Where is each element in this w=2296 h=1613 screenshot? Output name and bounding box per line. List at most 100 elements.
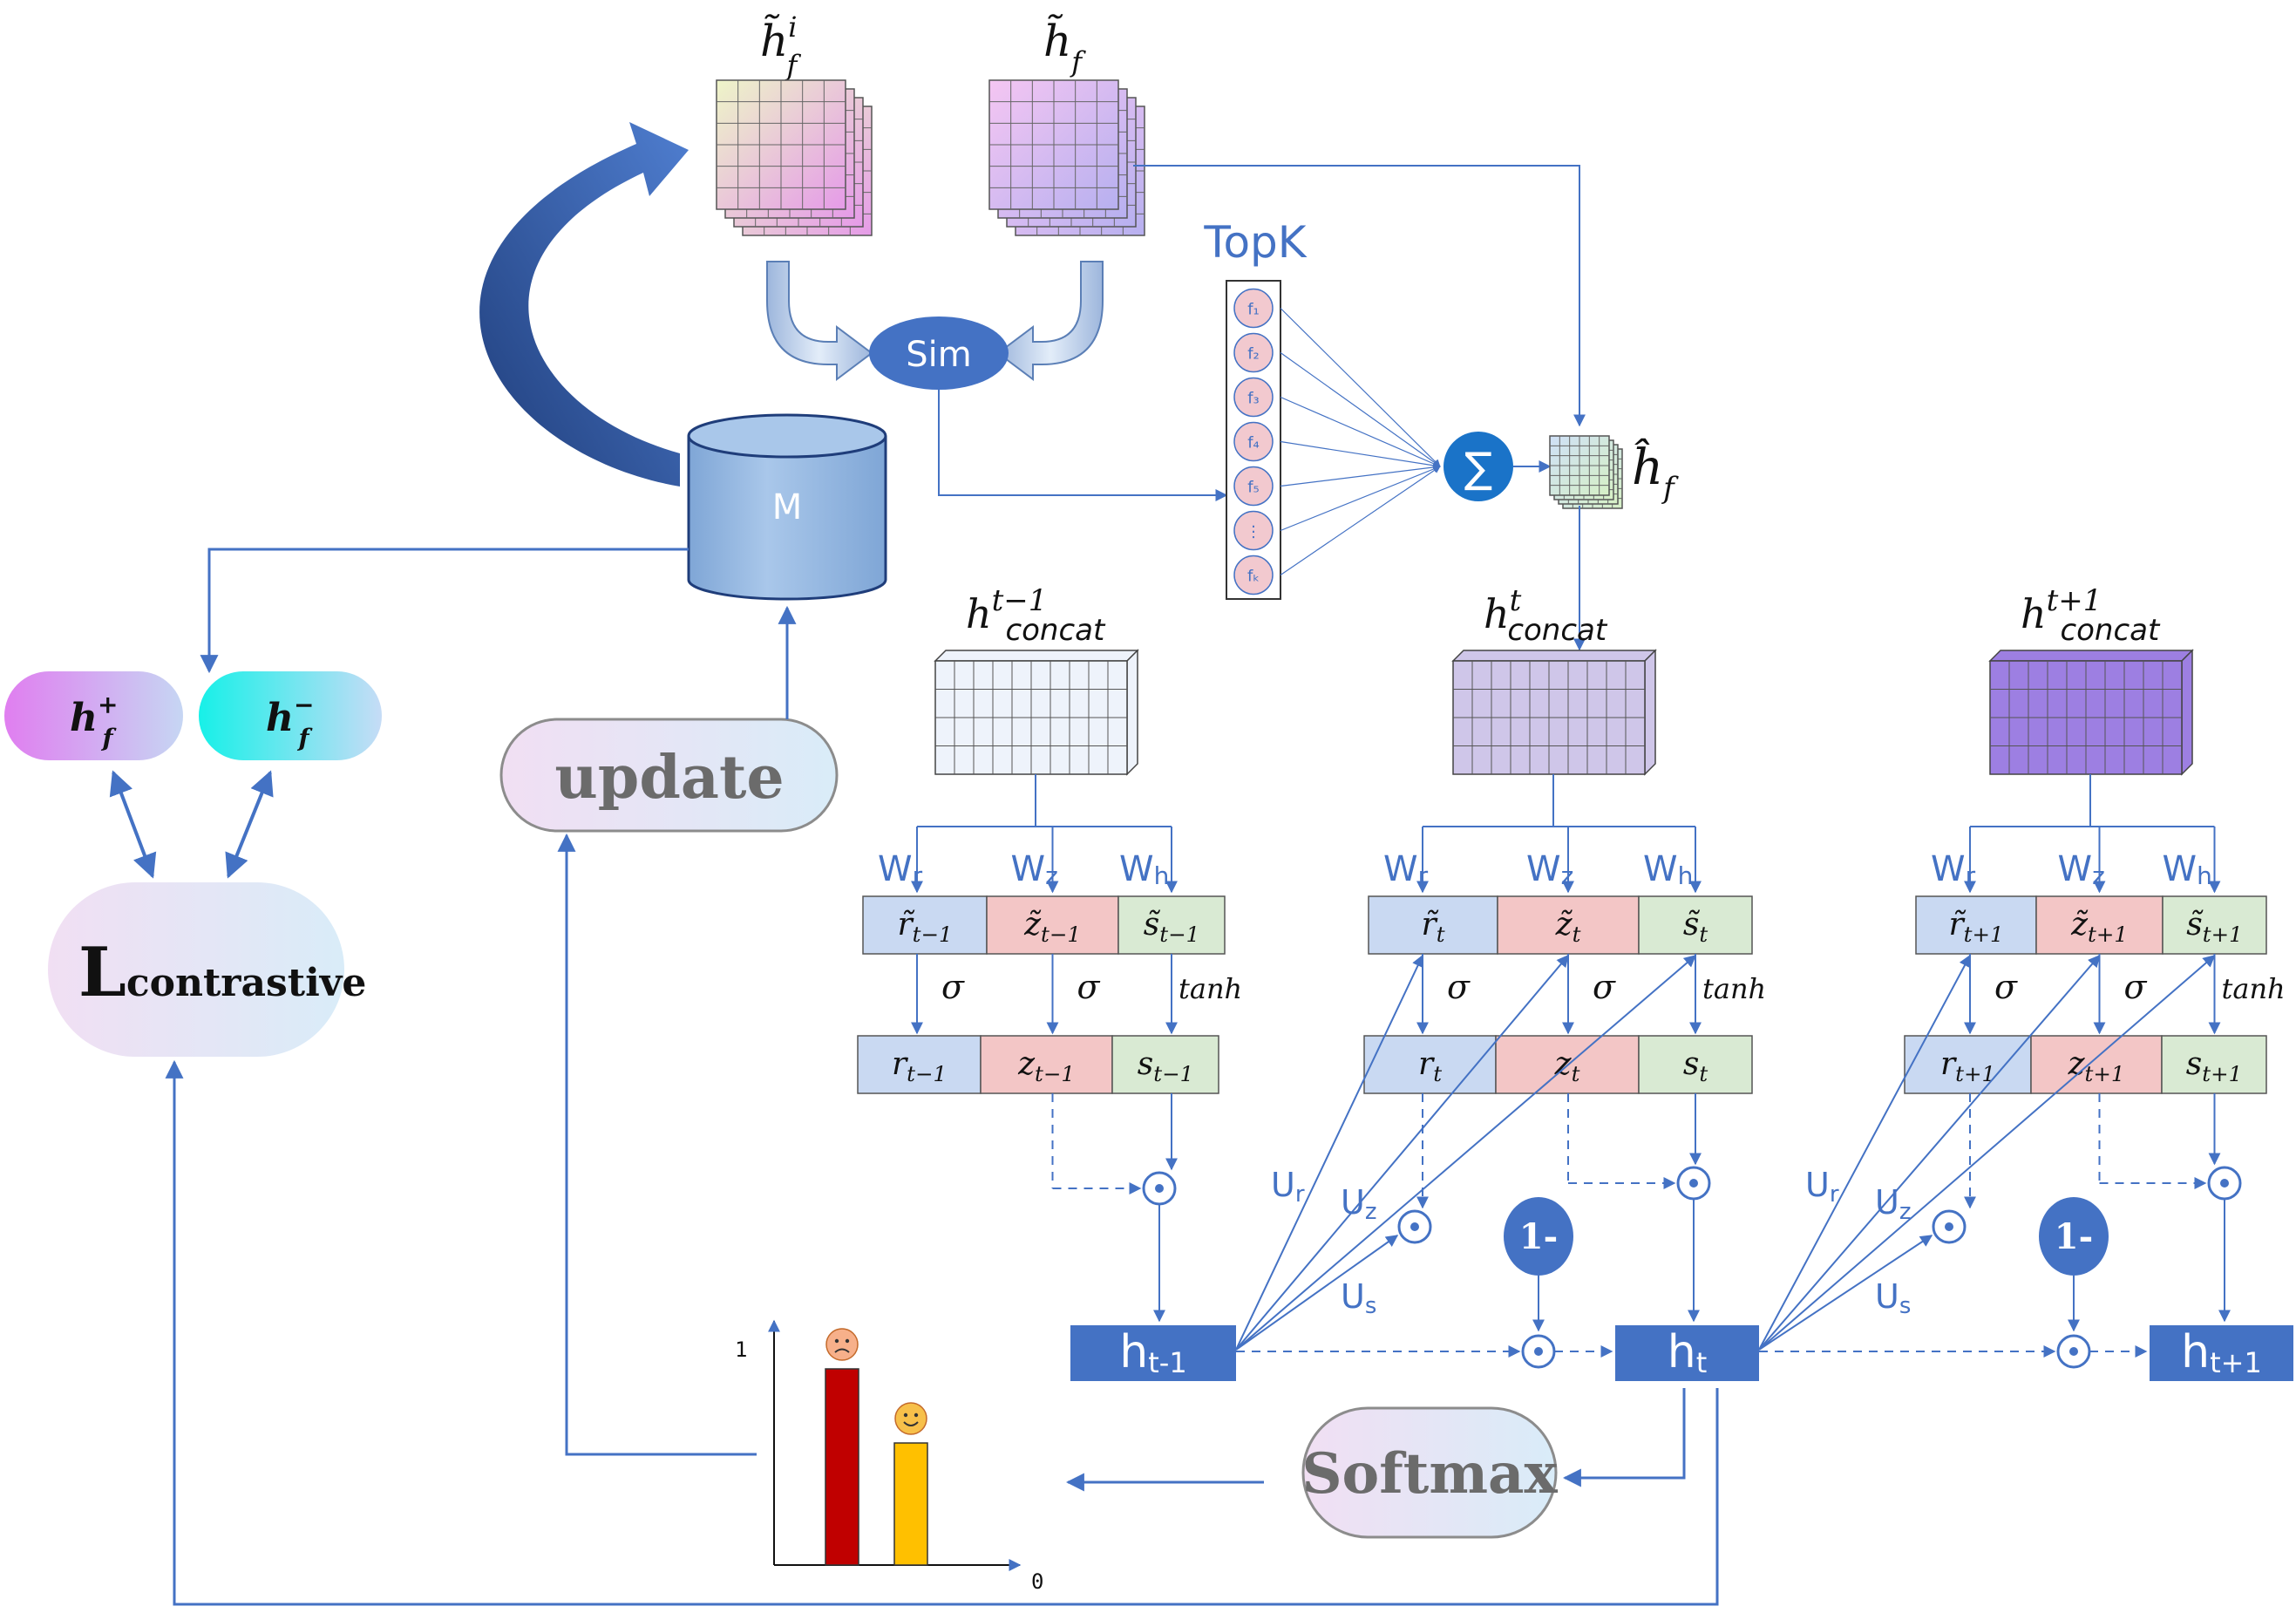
- recurrent-weight-label: Ur: [1805, 1166, 1839, 1208]
- memory-label: M: [772, 487, 803, 527]
- weight-label: Wr: [878, 849, 923, 890]
- x-tick-label: 0: [1031, 1569, 1043, 1594]
- softmax-label: Softmax: [1301, 1441, 1558, 1507]
- concat-feature-block: [1451, 649, 1657, 776]
- activation-label: σ: [1593, 968, 1616, 1006]
- gate-cell: [1363, 1035, 1497, 1094]
- svg-text:Lcontrastive: Lcontrastive: [78, 933, 366, 1012]
- memory-read-swoosh-arrow: [479, 122, 689, 487]
- hadamard-product-icon: [2207, 1166, 2242, 1201]
- probability-bar: [825, 1368, 859, 1566]
- weight-label: Wr: [1931, 849, 1976, 890]
- topk-item: [1233, 377, 1274, 418]
- topk-label: TopK: [1203, 217, 1307, 268]
- pre-gate-cell: [986, 895, 1119, 955]
- negative-loss-link: [225, 770, 274, 879]
- hadamard-product-icon: [1676, 1166, 1711, 1201]
- contrastive-loss: Lcontrastive: [48, 882, 366, 1057]
- activation-label: σ: [1994, 968, 2018, 1006]
- pre-gate-cell: [1368, 895, 1498, 955]
- memory-to-samples-arrow: [200, 548, 689, 674]
- gate-label: rt−1: [892, 1046, 947, 1086]
- topk-item: [1233, 288, 1274, 329]
- gate-cell: [1111, 1035, 1219, 1094]
- current-feature-map: [988, 79, 1145, 236]
- svg-text:1-: 1-: [2055, 1216, 2093, 1257]
- svg-text:ht+1: ht+1: [2181, 1326, 2262, 1379]
- pre-gate-cell: [862, 895, 988, 955]
- probability-bar: [893, 1442, 928, 1566]
- hidden-state: ht+1: [2150, 1325, 2293, 1381]
- pre-gate-cell: [1117, 895, 1226, 955]
- weight-label: Wh: [1643, 849, 1693, 890]
- memory-to-sim-arrow: [766, 261, 873, 381]
- one-minus-node: 1-: [1504, 1197, 1573, 1276]
- gate-label: rt: [1418, 1046, 1442, 1086]
- gate-cell: [2161, 1035, 2267, 1094]
- gate-cell: [857, 1035, 982, 1094]
- chart-to-update-arrow: [557, 833, 757, 1456]
- weight-label: Wz: [1526, 849, 1573, 890]
- activation-label: σ: [1077, 968, 1101, 1006]
- topk-item-label: fₖ: [1247, 568, 1260, 586]
- topk-item-label: f₁: [1247, 301, 1260, 319]
- gate-label: s̃t+1: [2186, 907, 2242, 947]
- gate-label: r̃t: [1421, 907, 1444, 947]
- activation-label: σ: [1447, 968, 1471, 1006]
- pre-gate-cell: [1638, 895, 1753, 955]
- sum-symbol: ∑: [1464, 444, 1492, 493]
- hidden-state: ht-1: [1070, 1325, 1236, 1381]
- topk-item: [1233, 510, 1274, 551]
- gate-label: rt+1: [1940, 1046, 1995, 1086]
- smile-face-icon: [894, 1402, 927, 1435]
- gate-label: st: [1683, 1046, 1708, 1086]
- gate-cell: [1638, 1035, 1753, 1094]
- weight-label: Wr: [1383, 849, 1429, 890]
- sim-label: Sim: [906, 335, 971, 375]
- hadamard-product-icon: [1932, 1209, 1967, 1244]
- topk-item-label: f₄: [1247, 434, 1260, 453]
- hadamard-product-icon: [2056, 1334, 2091, 1369]
- hidden-state: ht: [1615, 1325, 1759, 1381]
- hidden-to-softmax-arrow: [1562, 1388, 1686, 1487]
- gate-label: st+1: [2186, 1046, 2242, 1086]
- memory-feature-map: [716, 79, 873, 236]
- activation-label: tanh: [1179, 972, 1242, 1005]
- gate-label: s̃t−1: [1144, 907, 1199, 947]
- sim-to-topk-arrow: [938, 390, 1228, 501]
- gate-label: zt+1: [2068, 1046, 2125, 1086]
- positive-sample: h+f: [4, 671, 183, 760]
- hidden-to-loss-arrow: [165, 1059, 1719, 1606]
- weight-label: Wh: [2163, 849, 2212, 890]
- activation-label: σ: [941, 968, 965, 1006]
- sim-node: Sim: [869, 316, 1009, 390]
- topk-item-label: ⋮: [1246, 523, 1261, 541]
- gate-cell: [1904, 1035, 2032, 1094]
- negative-sample: h−f: [199, 671, 382, 760]
- weight-label: Wz: [1011, 849, 1058, 890]
- gate-label: st−1: [1138, 1046, 1193, 1086]
- activation-label: tanh: [2222, 972, 2286, 1005]
- pre-gate-cell: [1915, 895, 2037, 955]
- gate-label: z̃t: [1555, 907, 1581, 947]
- gate-cell: [980, 1035, 1113, 1094]
- aggregated-feature-label: ĥf: [1632, 439, 1679, 506]
- recurrent-weight-label: Us: [1341, 1277, 1376, 1319]
- hadamard-product-icon: [1397, 1209, 1432, 1244]
- current-to-sim-arrow: [996, 261, 1104, 381]
- concat-feature-block: [1988, 649, 2194, 776]
- current-feature-label: h̃f: [1043, 13, 1086, 78]
- hadamard-product-icon: [1142, 1171, 1177, 1206]
- topk-item: [1233, 555, 1274, 596]
- y-tick-label: 1: [735, 1337, 747, 1362]
- update-node: update: [499, 718, 839, 833]
